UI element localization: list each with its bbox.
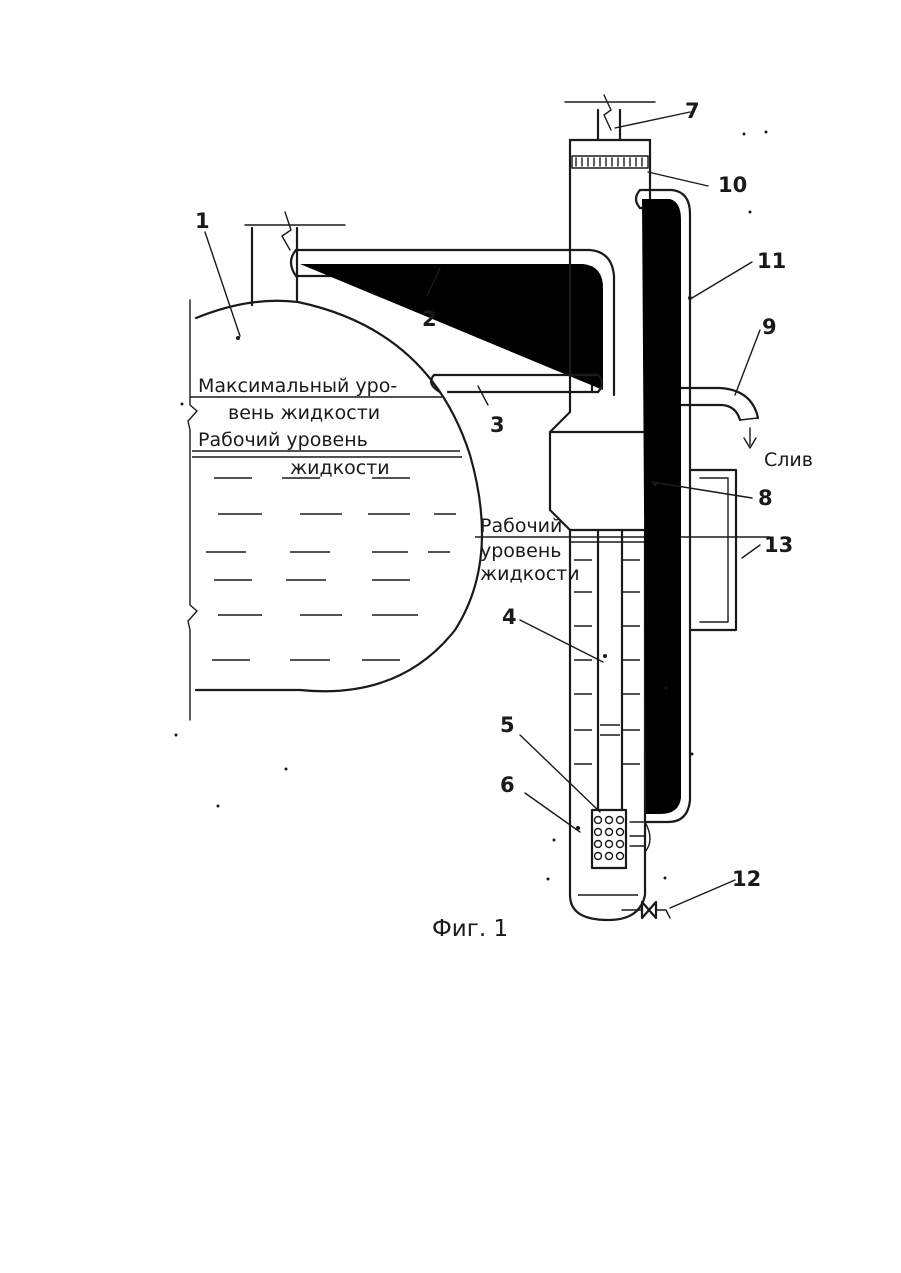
pipe-2: [291, 250, 614, 395]
part-number-3: 3: [490, 413, 505, 437]
part-number-13: 13: [764, 533, 793, 557]
labels: Максимальный уро- вень жидкости Рабочий …: [198, 375, 813, 942]
label-work-level-right-2: уровень: [480, 540, 561, 562]
part-number-1: 1: [195, 209, 210, 233]
label-work-level-right-3: жидкости: [480, 563, 580, 585]
figure-caption: Фиг. 1: [432, 916, 508, 942]
part-number-9: 9: [762, 315, 777, 339]
part-numbers: 1 2 3 4 5 6 7 8 9 10 11 12 13: [195, 99, 793, 891]
part-number-4: 4: [502, 605, 517, 629]
label-max-level-1: Максимальный уро-: [198, 375, 397, 397]
label-max-level-2: вень жидкости: [228, 402, 380, 424]
label-work-level-right-1: Рабочий: [480, 515, 562, 537]
part-number-2: 2: [422, 307, 437, 331]
liquid-hatch-column: [574, 560, 640, 895]
label-drain: Слив: [764, 449, 813, 471]
part-number-7: 7: [685, 99, 700, 123]
part-number-6: 6: [500, 773, 515, 797]
liquid-hatch-vessel: [206, 478, 456, 660]
sparger-5-6: [592, 810, 626, 868]
label-work-level-left-1: Рабочий уровень: [198, 429, 368, 451]
part-number-5: 5: [500, 713, 515, 737]
part-number-10: 10: [718, 173, 747, 197]
shaft-4-7: [565, 95, 655, 940]
label-work-level-left-2: жидкости: [290, 457, 390, 479]
part-number-8: 8: [758, 486, 773, 510]
pipe-11: [630, 190, 690, 852]
part-number-11: 11: [757, 249, 786, 273]
part-number-12: 12: [732, 867, 761, 891]
